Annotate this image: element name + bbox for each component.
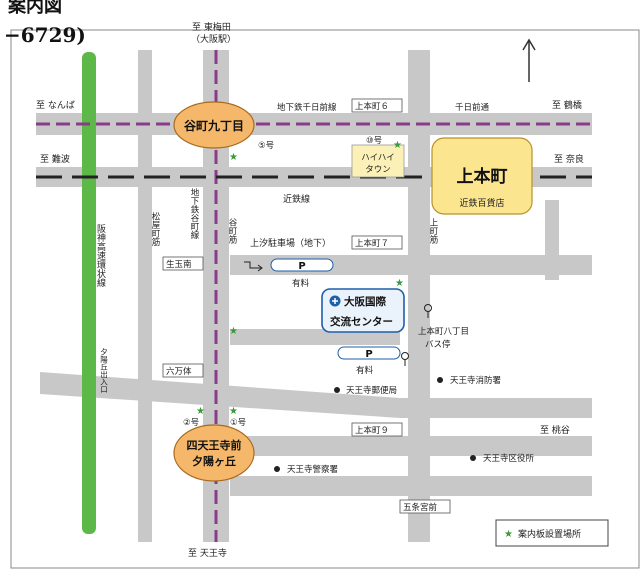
label-center-1: 大阪国際 xyxy=(344,295,386,308)
label-sennichimae-subway: 地下鉄千日前線 xyxy=(277,102,337,113)
label-paid-lower: 有料 xyxy=(356,365,374,376)
fire-station-dot xyxy=(437,377,443,383)
label-to-nara: 至 奈良 xyxy=(554,153,584,165)
label-center-2: 交流センター xyxy=(330,315,393,328)
label-kintetsu-line: 近鉄線 xyxy=(283,193,310,205)
station-shitennoji-yuhigaoka[interactable] xyxy=(173,424,255,482)
label-police-station: 天王寺警察署 xyxy=(287,464,339,475)
label-yuhigaoka-exit: 夕陽丘出入口 xyxy=(99,347,108,394)
parking-upper-p: P xyxy=(298,261,305,272)
label-hanshin-highway: 阪神高速環状線 xyxy=(95,224,106,287)
label-post-office: 天王寺郵便局 xyxy=(346,385,397,396)
label-tanimachi-subway: 地下鉄谷町線 xyxy=(189,187,199,239)
bus-stop-icon-lower xyxy=(401,352,409,366)
post-office-dot xyxy=(334,387,340,393)
label-matsuyamachi: 松屋町筋 xyxy=(150,211,160,247)
label-exit1: ①号 xyxy=(230,418,246,428)
label-exit5: ⑤号 xyxy=(258,141,274,151)
label-uehonmachi9: 上本町９ xyxy=(355,425,389,436)
north-arrow-icon xyxy=(522,38,536,82)
parking-lower[interactable] xyxy=(337,346,401,360)
landmark-osaka-international-center[interactable] xyxy=(321,288,405,333)
label-tanimachi9: 谷町九丁目 xyxy=(184,118,244,133)
label-osaka-eki: （大阪駅） xyxy=(191,33,236,45)
label-sennichimae-dori: 千日前通 xyxy=(455,102,490,113)
star-icon: ★ xyxy=(229,152,238,163)
star-icon: ★ xyxy=(395,278,404,289)
bus-stop-icon xyxy=(424,304,432,318)
label-bus-stop-2: バス停 xyxy=(425,339,451,350)
label-ward-office: 天王寺区役所 xyxy=(483,453,535,464)
star-icon: ★ xyxy=(229,406,238,417)
box-uehonmachi7 xyxy=(351,235,403,250)
road-right-lane xyxy=(545,200,559,280)
label-gojo-miyamae: 五条宮前 xyxy=(403,502,438,513)
road-hanshin-highway xyxy=(82,52,96,534)
label-shitennoji-line1: 四天王寺前 xyxy=(187,438,242,452)
road-diagonal-rokumantai xyxy=(40,372,592,418)
label-to-higashi-umeda: 至 東梅田 xyxy=(192,21,231,33)
label-ikutama: 生玉南 xyxy=(166,259,192,270)
box-ikutama xyxy=(162,256,204,271)
label-paid-upper: 有料 xyxy=(292,278,310,289)
label-hi-hi-town-1: ハイハイ xyxy=(361,153,395,163)
star-icon: ★ xyxy=(393,140,402,151)
road-uehonmachi9 xyxy=(200,436,592,456)
landmark-hi-hi-town[interactable] xyxy=(351,144,405,178)
label-hi-hi-town-2: タウン xyxy=(365,165,391,175)
road-row-h2 xyxy=(230,329,400,345)
label-uehonmachi6: 上本町６ xyxy=(355,101,389,112)
box-gojo-miyamae xyxy=(399,499,451,514)
legend-label: 案内板設置場所 xyxy=(518,528,581,540)
police-station-dot xyxy=(274,466,280,472)
parking-upper[interactable] xyxy=(270,258,334,272)
header-phone-fragment: −6729) xyxy=(4,23,86,47)
label-to-tsuruhashi: 至 鶴橋 xyxy=(552,99,582,111)
header-band xyxy=(0,0,330,16)
roads xyxy=(36,50,592,542)
guide-board-star-icons: ★ ★ ★ ★ ★ ★ xyxy=(196,140,404,417)
label-parking-lot: 上汐駐車場（地下） xyxy=(250,237,331,249)
label-uehonmachi7: 上本町７ xyxy=(355,238,389,249)
station-tanimachi9[interactable] xyxy=(173,101,255,149)
road-matsuyamachi xyxy=(138,50,152,542)
legend-star-icon: ★ xyxy=(504,529,513,540)
label-bus-stop-1: 上本町八丁目 xyxy=(418,326,469,337)
box-uehonmachi9 xyxy=(351,422,403,437)
parking-entry-arrowhead xyxy=(257,264,263,272)
box-uehonmachi6 xyxy=(351,98,403,113)
label-shitennoji-line2: 夕陽ヶ丘 xyxy=(192,454,236,468)
header-title-fragment: 案内図 xyxy=(7,0,62,17)
star-icon: ★ xyxy=(196,406,205,417)
label-to-nanba-kintetsu: 至 難波 xyxy=(40,153,70,165)
star-icon: ★ xyxy=(229,326,238,337)
road-uehonmachi-suji xyxy=(408,50,430,542)
label-to-tennoji: 至 天王寺 xyxy=(188,548,227,559)
box-rokumantai xyxy=(162,363,204,378)
station-uehonmachi[interactable] xyxy=(431,137,533,215)
label-uehonmachi-suji: 上町筋 xyxy=(428,218,438,244)
label-to-namba: 至 なんば xyxy=(36,100,75,111)
label-fire-station: 天王寺消防署 xyxy=(450,375,502,386)
center-logo-mark xyxy=(332,298,338,304)
label-exit10: ⑩号 xyxy=(366,136,382,146)
label-uehonmachi-station: 上本町 xyxy=(457,166,508,187)
parking-lower-p: P xyxy=(365,349,372,360)
legend-box xyxy=(495,519,609,547)
ward-office-dot xyxy=(470,455,476,461)
label-rokumantai: 六万体 xyxy=(166,366,192,377)
label-to-momodani: 至 桃谷 xyxy=(540,424,570,436)
label-tanimachi-suji: 谷町筋 xyxy=(227,218,237,244)
label-kintetsu-dept: 近鉄百貨店 xyxy=(459,197,504,209)
label-exit2: ②号 xyxy=(183,418,199,428)
parking-entry-arrow-icon xyxy=(244,261,262,269)
